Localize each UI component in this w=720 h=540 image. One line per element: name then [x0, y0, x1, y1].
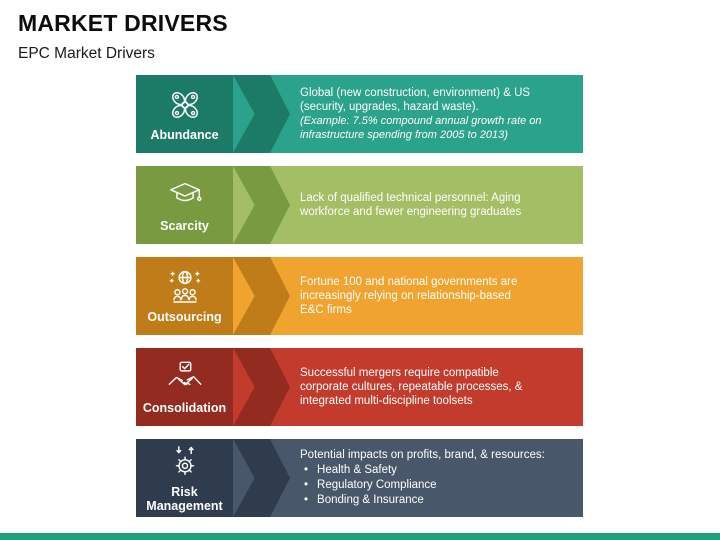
- row-label: Scarcity: [160, 219, 209, 233]
- row-content: Potential impacts on profits, brand, & r…: [300, 439, 581, 517]
- row-content: Lack of qualified technical personnel: A…: [300, 166, 581, 244]
- globe-people-icon: [166, 268, 204, 306]
- row-content: Global (new construction, environment) &…: [300, 75, 581, 153]
- driver-row-risk-management: Risk Management Potential impacts on pro…: [136, 439, 583, 517]
- graduation-cap-icon: [166, 177, 204, 215]
- row-content: Fortune 100 and national governments are…: [300, 257, 581, 335]
- row-label: Consolidation: [142, 401, 227, 415]
- bullet-item: Health & Safety: [300, 463, 581, 478]
- bottom-accent-bar: [0, 533, 720, 540]
- row-content: Successful mergers require compatible co…: [300, 348, 581, 426]
- row-text: Global (new construction, environment) &…: [300, 87, 531, 113]
- row-label: Outsourcing: [147, 310, 222, 324]
- row-label: Risk Management: [146, 485, 223, 513]
- driver-row-outsourcing: Outsourcing Fortune 100 and national gov…: [136, 257, 583, 335]
- labelbox-outsourcing: Outsourcing: [136, 257, 233, 335]
- page-title: MARKET DRIVERS: [18, 10, 228, 36]
- labelbox-scarcity: Scarcity: [136, 166, 233, 244]
- labelbox-consolidation: Consolidation: [136, 348, 233, 426]
- row-label: Abundance: [150, 128, 219, 142]
- driver-row-abundance: Abundance Global (new construction, envi…: [136, 75, 583, 153]
- abundance-icon: [166, 86, 204, 124]
- driver-rows: Abundance Global (new construction, envi…: [136, 75, 583, 530]
- risk-bullet-list: Health & Safety Regulatory Compliance Bo…: [300, 463, 581, 508]
- row-text: Fortune 100 and national governments are…: [300, 276, 518, 316]
- labelbox-risk-management: Risk Management: [136, 439, 233, 517]
- row-text: Potential impacts on profits, brand, & r…: [300, 449, 545, 461]
- handshake-check-icon: [166, 359, 204, 397]
- row-example-text: (Example: 7.5% compound annual growth ra…: [300, 115, 542, 141]
- page-subtitle: EPC Market Drivers: [18, 45, 155, 62]
- driver-row-consolidation: Consolidation Successful mergers require…: [136, 348, 583, 426]
- labelbox-abundance: Abundance: [136, 75, 233, 153]
- bullet-item: Bonding & Insurance: [300, 493, 581, 508]
- bullet-item: Regulatory Compliance: [300, 478, 581, 493]
- row-text: Successful mergers require compatible co…: [300, 367, 523, 407]
- row-text: Lack of qualified technical personnel: A…: [300, 192, 522, 218]
- driver-row-scarcity: Scarcity Lack of qualified technical per…: [136, 166, 583, 244]
- gear-arrows-icon: [166, 443, 204, 481]
